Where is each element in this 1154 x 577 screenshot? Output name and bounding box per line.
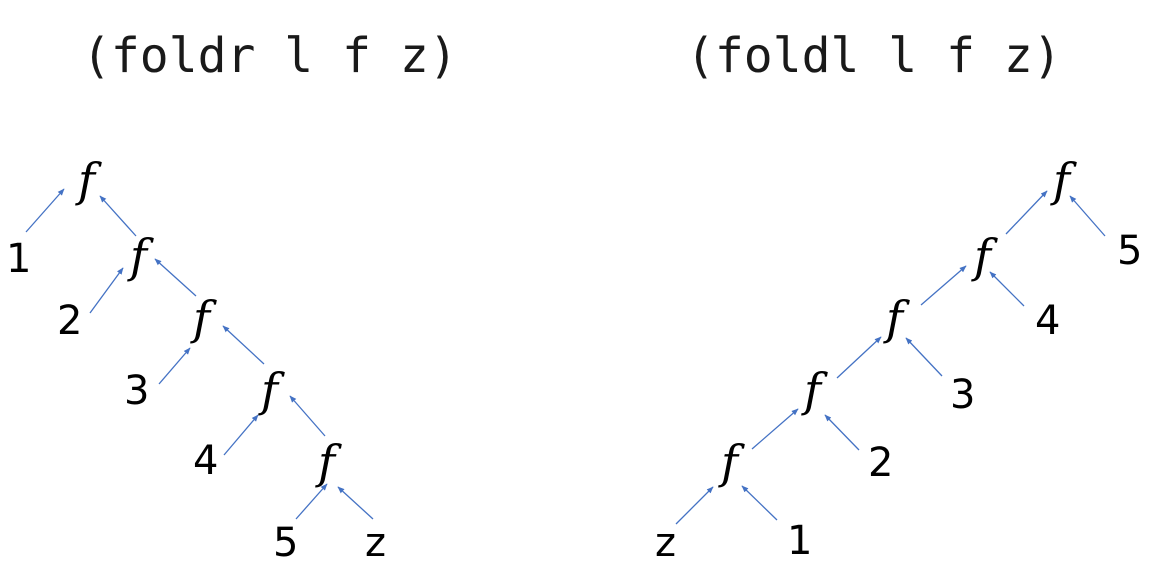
- foldl-f-node: f: [801, 363, 828, 417]
- foldl-f-node: f: [718, 435, 745, 489]
- foldr-leaf: 3: [124, 368, 149, 414]
- foldl-leaf: z: [655, 520, 676, 566]
- foldl-leaf: 3: [950, 372, 975, 418]
- foldr-f-node: f: [190, 291, 217, 345]
- foldl-leaf: 2: [868, 440, 893, 486]
- foldl-leaf: 4: [1035, 298, 1060, 344]
- foldl-edge: [741, 485, 778, 521]
- foldr-f-node: f: [75, 153, 102, 207]
- foldr-tree: f f f f f 1 2 3 4 5 z: [6, 153, 386, 566]
- foldr-f-node: f: [258, 363, 285, 417]
- foldr-edge: [337, 486, 374, 520]
- foldl-edge: [920, 265, 967, 306]
- foldl-edge: [824, 414, 860, 451]
- foldr-leaf: z: [365, 520, 386, 566]
- foldl-f-node: f: [971, 229, 998, 283]
- foldr-edge: [154, 258, 197, 297]
- foldl-tree: f f f f f z 1 2 3 4 5: [655, 153, 1142, 566]
- foldl-f-node: f: [883, 291, 910, 345]
- foldr-edge: [25, 188, 65, 233]
- foldr-edge: [89, 267, 124, 314]
- foldr-title: (foldr l f z): [82, 28, 458, 84]
- foldr-edge: [223, 414, 259, 456]
- foldl-leaf: 5: [1117, 228, 1142, 274]
- foldl-title: (foldl l f z): [686, 28, 1062, 84]
- foldr-leaf: 1: [6, 236, 31, 282]
- foldl-edge: [751, 408, 799, 450]
- foldr-edge: [99, 195, 137, 237]
- foldr-f-node: f: [315, 435, 342, 489]
- foldr-edge: [289, 395, 326, 437]
- foldr-leaf: 5: [273, 520, 298, 566]
- foldr-leaf: 4: [193, 438, 218, 484]
- foldl-edge: [905, 337, 943, 377]
- foldr-f-node: f: [127, 229, 154, 283]
- foldl-edge: [675, 486, 714, 525]
- foldl-edge: [989, 271, 1025, 307]
- foldr-edge: [295, 483, 328, 520]
- foldr-leaf: 2: [57, 298, 82, 344]
- foldl-edge: [1005, 190, 1048, 235]
- foldr-edge: [222, 325, 265, 365]
- foldl-edge: [836, 336, 882, 379]
- foldr-edge: [158, 347, 191, 385]
- foldl-edge: [1069, 195, 1106, 237]
- foldl-leaf: 1: [787, 518, 812, 564]
